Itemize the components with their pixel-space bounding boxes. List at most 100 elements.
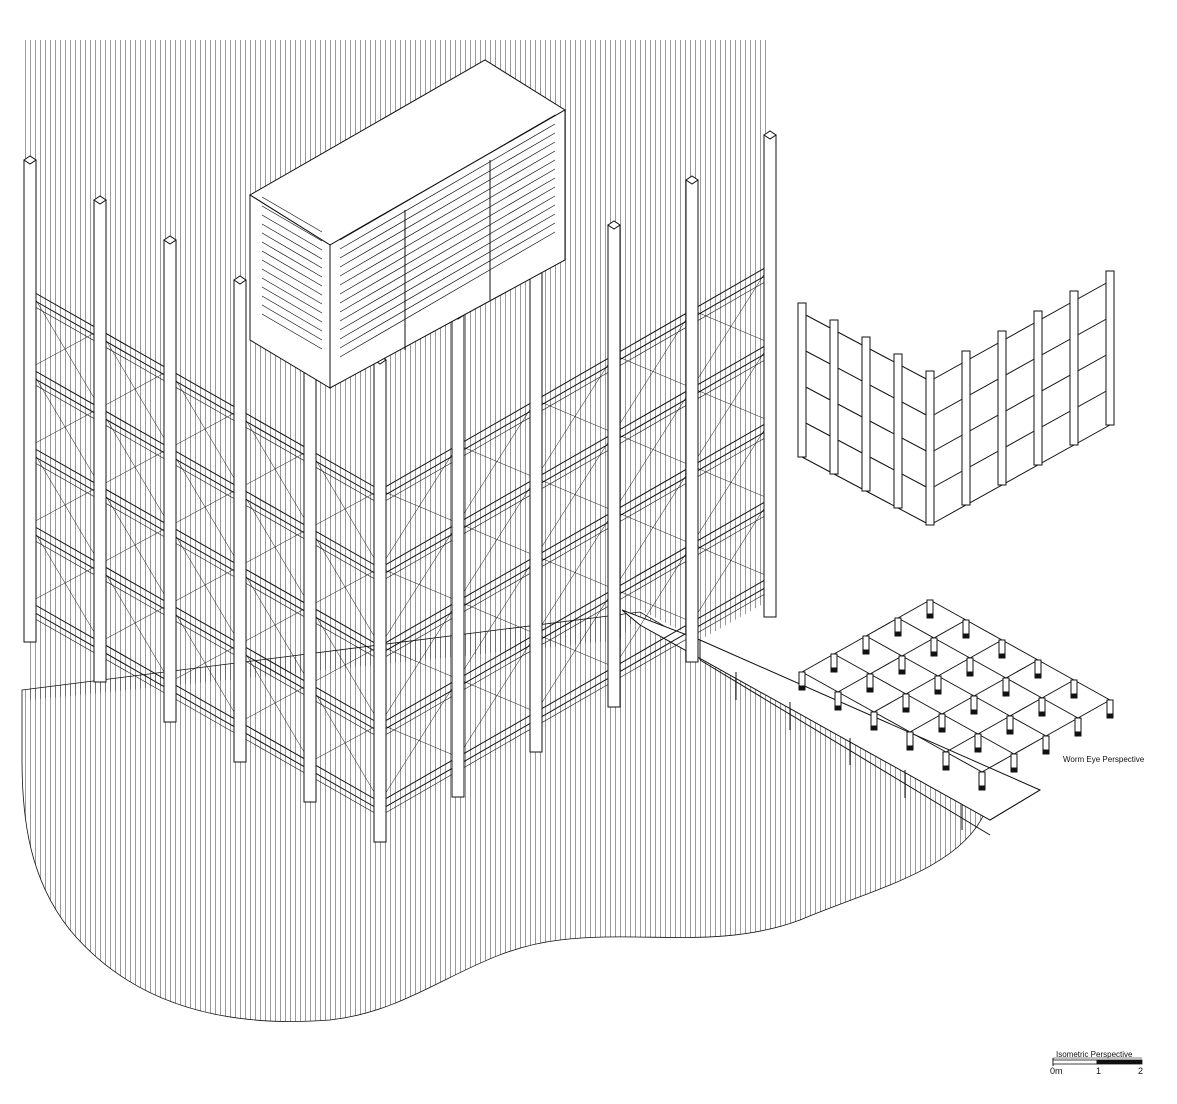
floor-beam: [379, 356, 771, 583]
worm-pier: [942, 751, 950, 767]
column: [93, 199, 107, 683]
floor-beam: [29, 381, 381, 583]
worm-grid-beam: [801, 671, 839, 693]
louver: [339, 123, 556, 250]
worm-grid-beam: [865, 617, 899, 637]
louver: [339, 222, 556, 349]
louver: [261, 313, 323, 350]
column: [303, 319, 317, 803]
floor-beam: [29, 367, 381, 569]
floor-beam: [379, 434, 771, 661]
floor-beam: [29, 453, 381, 655]
brace: [169, 369, 241, 489]
column: [685, 179, 699, 663]
worm-grid-beam: [1009, 715, 1047, 737]
floor-beam: [379, 264, 771, 491]
louver: [261, 295, 323, 332]
worm-grid-beam: [909, 731, 947, 753]
worm-grid-beam: [873, 693, 907, 713]
column: [451, 314, 465, 798]
floor-beam: [379, 506, 771, 733]
scale-label-0m: 0m: [1050, 1066, 1063, 1076]
worm-grid-beam: [1005, 659, 1039, 679]
floor-beam: [29, 523, 381, 725]
worm-column: [997, 330, 1007, 486]
floor-beam: [379, 342, 771, 569]
brace: [613, 309, 693, 434]
louver: [261, 250, 323, 287]
site-hatch-ground: [21, 611, 986, 1022]
worm-footing: [966, 671, 974, 677]
worm-column: [925, 370, 935, 526]
worm-footing: [1074, 731, 1082, 737]
brace: [457, 399, 537, 524]
brace: [613, 543, 693, 668]
worm-beam: [929, 388, 1111, 490]
column-cap: [233, 275, 247, 285]
column: [529, 269, 543, 753]
worm-beam: [929, 316, 1111, 418]
louver: [339, 204, 556, 331]
worm-grid-beam: [905, 693, 943, 715]
worm-footing: [974, 747, 982, 753]
louver: [339, 213, 556, 340]
brace: [309, 449, 381, 569]
brace: [309, 605, 381, 725]
brace: [169, 525, 241, 645]
floor-beam: [29, 445, 381, 647]
brace: [309, 527, 381, 647]
worm-grid-beam: [869, 655, 903, 675]
floor-beam: [29, 459, 381, 661]
column: [763, 134, 777, 618]
worm-grid-beam: [869, 673, 907, 695]
floor-beam: [29, 601, 381, 803]
worm-grid-beam: [1009, 697, 1043, 717]
worm-footing: [1106, 713, 1114, 719]
worm-pier: [862, 635, 870, 651]
scale-label-2: 2: [1138, 1066, 1144, 1076]
brace: [29, 367, 101, 487]
brace: [535, 588, 615, 713]
worm-column: [1105, 270, 1115, 426]
floor-beam: [379, 420, 771, 647]
worm-beam: [929, 280, 1111, 382]
worm-grid-beam: [941, 713, 979, 735]
worm-grid-beam: [965, 619, 1003, 641]
floor-beam: [379, 584, 771, 811]
floor-beam: [379, 350, 771, 577]
worm-grid-beam: [945, 733, 979, 753]
floor-beam: [29, 289, 381, 491]
brace: [613, 465, 693, 590]
worm-pier: [926, 599, 934, 615]
brace: [535, 432, 615, 557]
worm-grid-beam: [937, 675, 975, 697]
worm-grid-beam: [937, 657, 971, 677]
worm-pier: [898, 655, 906, 671]
worm-grid-beam: [837, 673, 871, 693]
worm-grid-beam: [1037, 659, 1075, 681]
worm-grid-beam: [897, 617, 935, 639]
rooftop-louvers: [261, 114, 556, 358]
worm-pier: [970, 695, 978, 711]
column-cap: [763, 130, 777, 140]
brace: [691, 264, 771, 389]
worm-footing: [1002, 691, 1010, 697]
column: [163, 239, 177, 723]
worm-pier: [974, 733, 982, 749]
column-cap: [93, 195, 107, 205]
worm-pier: [894, 617, 902, 633]
louver: [261, 214, 323, 251]
brace: [691, 420, 771, 545]
worm-grid-beam: [1013, 735, 1047, 755]
floor-beam: [29, 375, 381, 577]
worm-pier: [906, 731, 914, 747]
brace: [29, 289, 101, 409]
brace: [379, 444, 459, 569]
worm-grid-beam: [933, 637, 971, 659]
louver: [261, 241, 323, 278]
worm-grid-beam: [977, 715, 1011, 735]
worm-grid-beam: [801, 653, 835, 673]
worm-footing: [1006, 729, 1014, 735]
brace: [99, 329, 171, 449]
